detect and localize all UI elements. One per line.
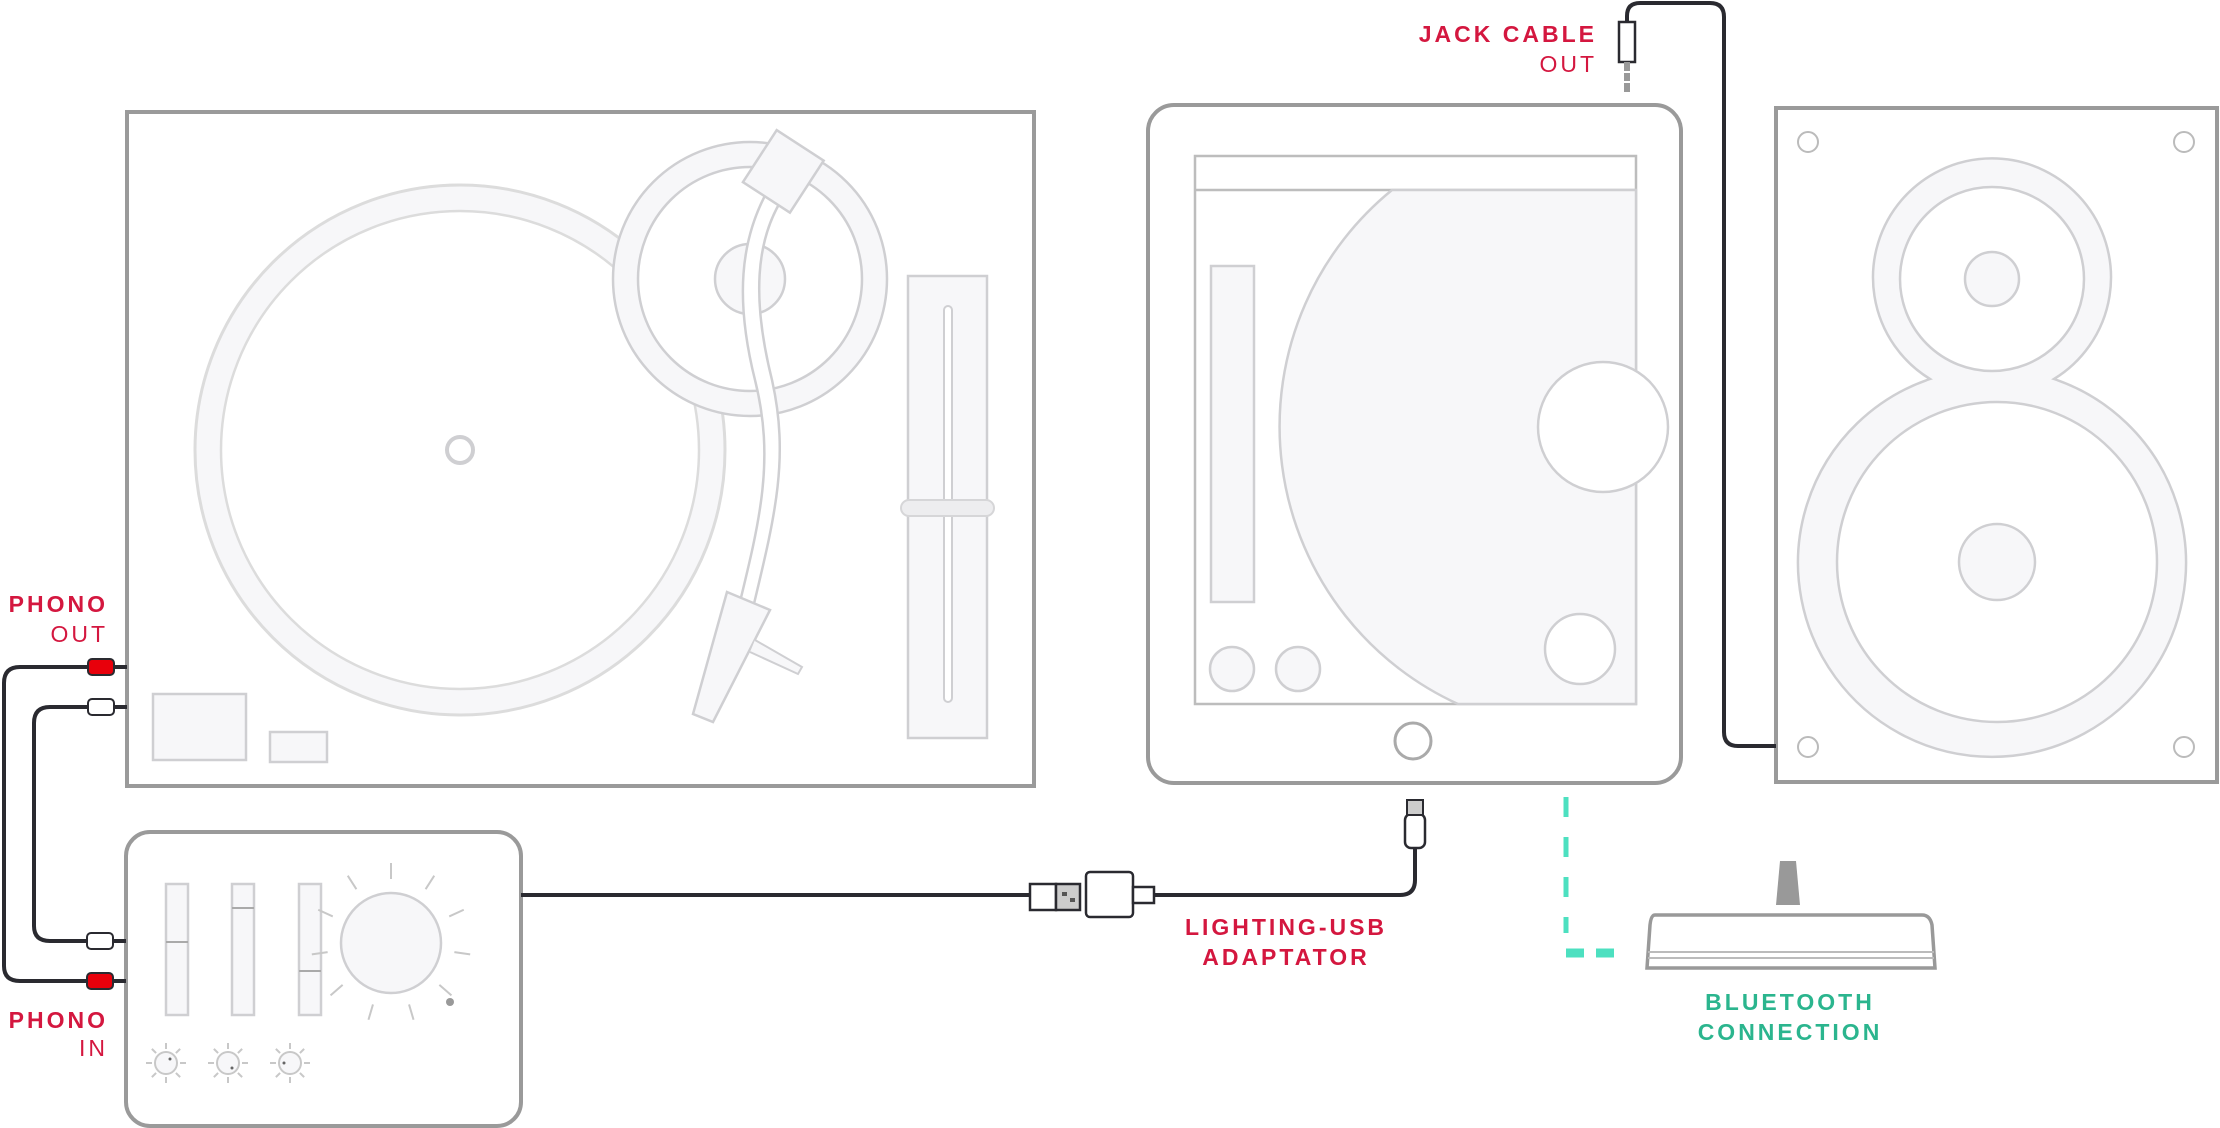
bluetooth-antenna [1776,861,1800,905]
knob-tick [367,1004,374,1021]
knob-tick [408,1004,415,1021]
pitch-slider-handle [900,499,995,517]
jack-cable-sublabel: OUT [1539,51,1597,77]
usb-plug [1028,882,1058,912]
knob-tick [151,1072,157,1078]
knob-indicator [168,1057,172,1061]
knob-tick [175,1048,181,1054]
knob-tick [346,875,358,890]
phono-in-sublabel: IN [79,1035,108,1061]
rca-plug-red-in [86,972,114,990]
phono-in-label: PHONO [9,1007,108,1033]
rca-plug-white-in [86,932,114,950]
adapter-sublabel: ADAPTATOR [1202,944,1370,970]
knob-tick [175,1072,181,1078]
home-button [1393,721,1433,761]
spindle [445,435,475,465]
jack-cable-label: JACK CABLE [1419,21,1597,47]
knob-tick [311,951,328,956]
rca-cables [1,658,127,990]
phono-out-label: PHONO [9,591,108,617]
rca-plug-red-out [87,658,115,676]
knob-tick [151,1048,157,1054]
tablet [1146,103,1683,785]
knob-tick [275,1072,281,1078]
bluetooth-label: BLUETOOTH [1705,989,1875,1015]
rca-plug-white-out [87,698,115,716]
bluetooth-link [1563,797,1937,970]
knob-tick [438,984,453,997]
knob-indicator [230,1066,234,1070]
knob-tick [275,1048,281,1054]
knob-tick [424,875,436,890]
knob-tick [237,1072,243,1078]
jack-cable [1617,1,1776,748]
knob-tick [213,1072,219,1078]
knob-tick [317,908,334,918]
knob-tick [213,1048,219,1054]
bluetooth-receiver [1645,913,1937,970]
bluetooth-sublabel: CONNECTION [1698,1019,1883,1045]
knob-tick [329,984,344,997]
lightning-plug [1403,812,1427,850]
adapter-label: LIGHTING-USB [1185,914,1387,940]
knob-tick [454,951,471,956]
small-knob [154,1051,178,1075]
volume-knob [339,891,454,1006]
knob-tick [448,908,465,918]
phono-out-sublabel: OUT [50,621,108,647]
adapter-body [1084,870,1135,919]
cartridge [691,590,772,724]
usb-cable [521,799,1427,919]
turntable [125,110,1036,788]
knob-tick [299,1072,305,1078]
jack-plug [1617,20,1637,64]
mixer [124,830,523,1128]
knob-indicator [282,1061,286,1065]
knob-tick [237,1048,243,1054]
knob-tick [299,1048,305,1054]
speaker [1774,106,2219,784]
small-knob [216,1051,240,1075]
small-knob [278,1051,302,1075]
